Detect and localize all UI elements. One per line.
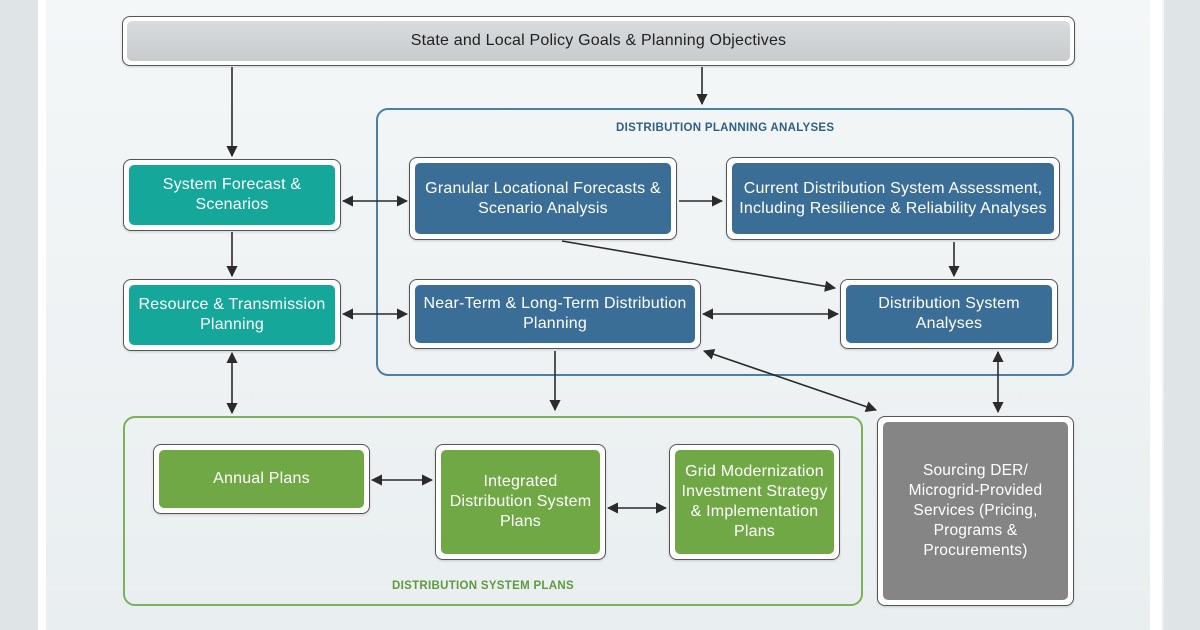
policy-goals-text: State and Local Policy Goals & Planning … (127, 21, 1070, 61)
right-edge-strip (1150, 0, 1162, 630)
system-forecast-node: System Forecast & Scenarios (123, 159, 341, 231)
policy-goals-bar: State and Local Policy Goals & Planning … (122, 16, 1075, 66)
grid-modernization-text: Grid Modernization Investment Strategy &… (675, 450, 834, 554)
distribution-system-analyses-text: Distribution System Analyses (846, 285, 1052, 343)
integrated-plans-text: Integrated Distribution System Plans (441, 450, 600, 554)
current-assessment-node: Current Distribution System Assessment, … (726, 157, 1060, 240)
current-assessment-text: Current Distribution System Assessment, … (732, 163, 1054, 234)
granular-forecasts-text: Granular Locational Forecasts & Scenario… (415, 163, 671, 234)
left-edge-strip (38, 0, 46, 630)
arrow-nearterm-sourcing (702, 348, 878, 413)
distribution-planning-analyses-label: DISTRIBUTION PLANNING ANALYSES (616, 122, 835, 134)
resource-transmission-node: Resource & Transmission Planning (123, 279, 341, 351)
near-long-term-planning-node: Near-Term & Long-Term Distribution Plann… (409, 279, 701, 349)
distribution-system-plans-label: DISTRIBUTION SYSTEM PLANS (392, 580, 574, 592)
distribution-system-plans-group (123, 416, 863, 606)
sourcing-der-text: Sourcing DER/ Microgrid-Provided Service… (883, 422, 1068, 600)
resource-transmission-text: Resource & Transmission Planning (129, 285, 335, 345)
near-long-term-planning-text: Near-Term & Long-Term Distribution Plann… (415, 285, 695, 343)
system-forecast-text: System Forecast & Scenarios (129, 165, 335, 225)
annual-plans-text: Annual Plans (159, 450, 364, 508)
distribution-system-analyses-node: Distribution System Analyses (840, 279, 1058, 349)
integrated-plans-node: Integrated Distribution System Plans (435, 444, 606, 560)
arrow-granular-to-analyses (561, 240, 837, 292)
sourcing-der-node: Sourcing DER/ Microgrid-Provided Service… (877, 416, 1074, 606)
grid-modernization-node: Grid Modernization Investment Strategy &… (669, 444, 840, 560)
annual-plans-node: Annual Plans (153, 444, 370, 514)
granular-forecasts-node: Granular Locational Forecasts & Scenario… (409, 157, 677, 240)
